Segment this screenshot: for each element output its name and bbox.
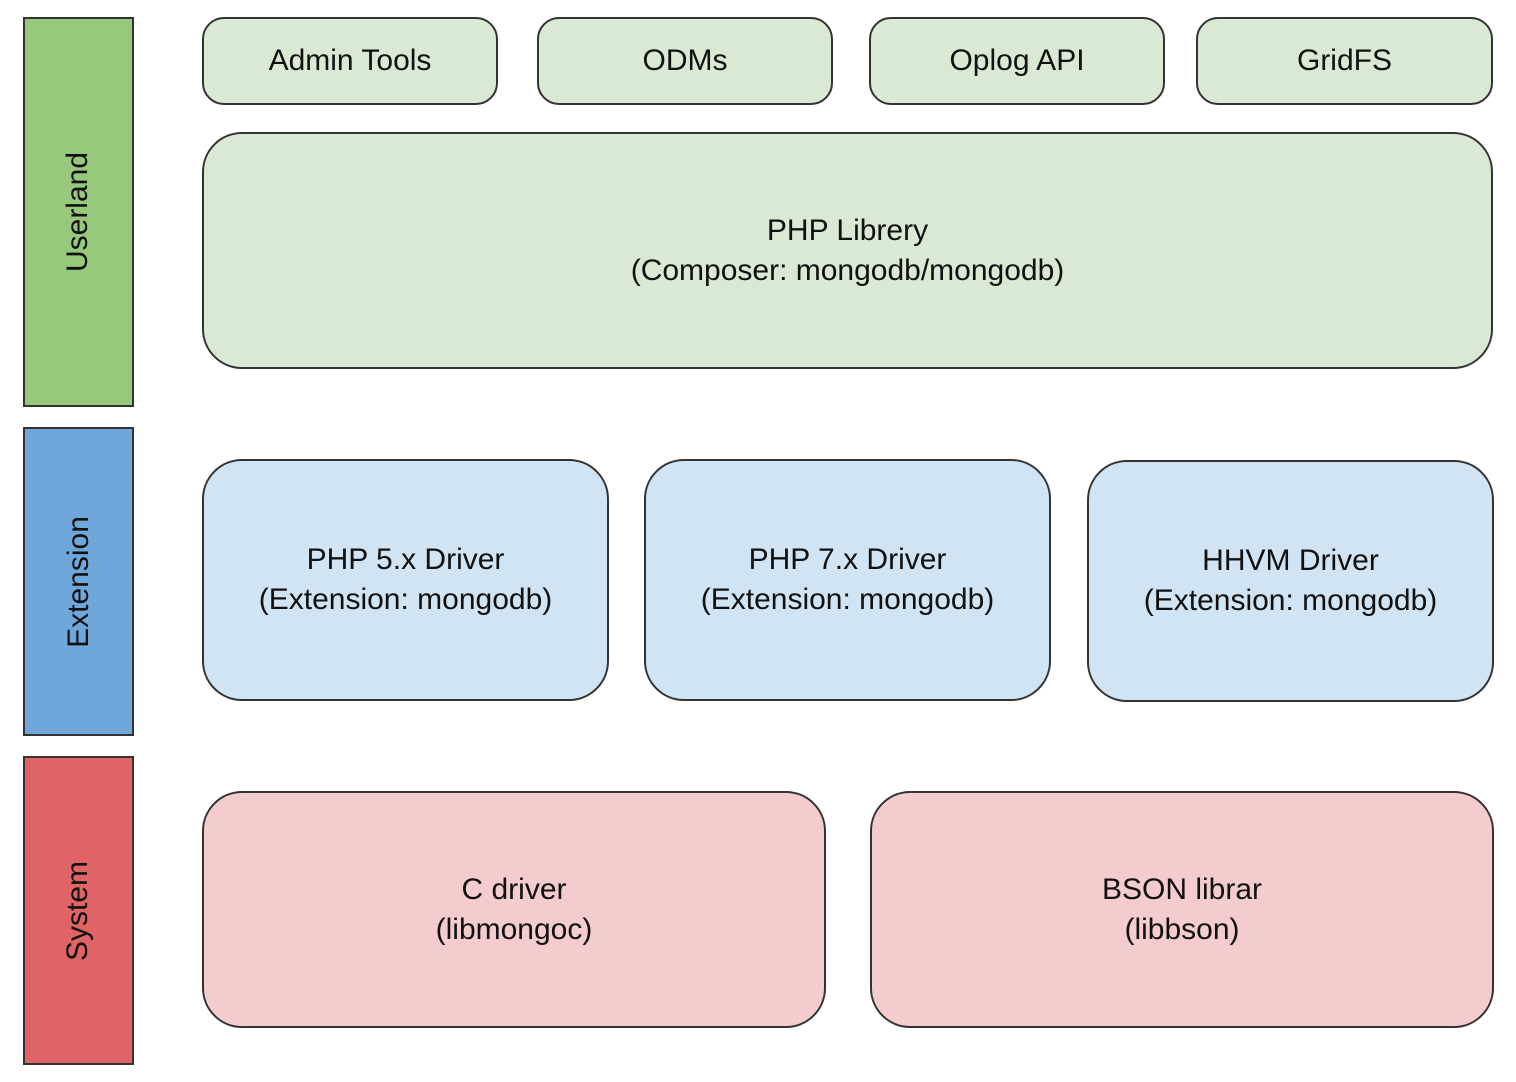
extension-layer-bar: Extension (23, 427, 134, 736)
hhvm-driver-box: HHVM Driver (Extension: mongodb) (1087, 460, 1494, 702)
php5-driver-subtitle: (Extension: mongodb) (258, 583, 553, 616)
hhvm-driver-subtitle: (Extension: mongodb) (1143, 584, 1438, 617)
php5-driver-box: PHP 5.x Driver (Extension: mongodb) (202, 459, 609, 701)
c-driver-title: C driver (461, 872, 567, 906)
admin-tools-label: Admin Tools (268, 44, 432, 77)
system-layer-label: System (61, 860, 95, 961)
c-driver-box: C driver (libmongoc) (202, 791, 826, 1028)
bson-library-box: BSON librar (libbson) (870, 791, 1494, 1028)
system-layer-bar: System (23, 756, 134, 1065)
c-driver-subtitle: (libmongoc) (435, 912, 593, 946)
php-library-subtitle: (Composer: mongodb/mongodb) (630, 253, 1065, 287)
php7-driver-subtitle: (Extension: mongodb) (700, 583, 995, 616)
gridfs-label: GridFS (1296, 44, 1392, 77)
odms-label: ODMs (642, 44, 728, 77)
oplog-api-label: Oplog API (949, 44, 1085, 77)
bson-library-title: BSON librar (1101, 872, 1263, 906)
userland-layer-bar: Userland (23, 17, 134, 407)
odms-box: ODMs (537, 17, 833, 105)
extension-layer-label: Extension (61, 515, 95, 648)
userland-layer-label: Userland (61, 151, 95, 273)
php5-driver-title: PHP 5.x Driver (306, 543, 505, 576)
bson-library-subtitle: (libbson) (1124, 912, 1240, 946)
php-library-title: PHP Librery (766, 213, 929, 247)
php7-driver-title: PHP 7.x Driver (748, 543, 947, 576)
php-library-box: PHP Librery (Composer: mongodb/mongodb) (202, 132, 1493, 369)
admin-tools-box: Admin Tools (202, 17, 498, 105)
gridfs-box: GridFS (1196, 17, 1493, 105)
oplog-api-box: Oplog API (869, 17, 1165, 105)
php7-driver-box: PHP 7.x Driver (Extension: mongodb) (644, 459, 1051, 701)
hhvm-driver-title: HHVM Driver (1202, 544, 1379, 577)
